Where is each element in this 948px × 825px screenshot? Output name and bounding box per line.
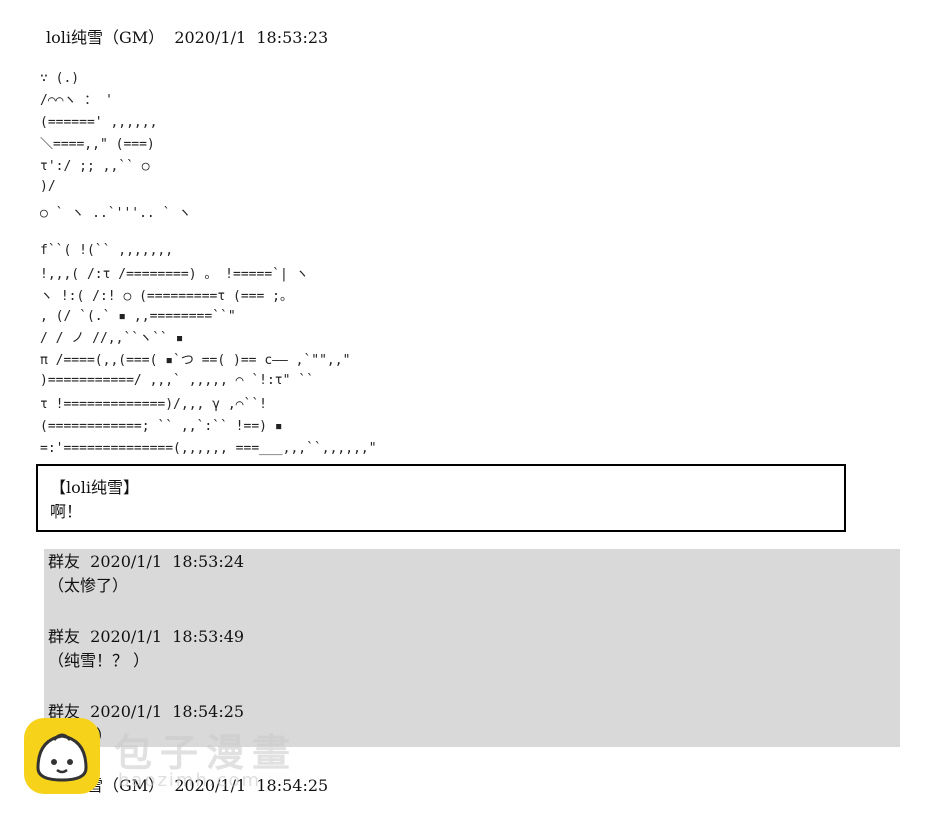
aa-line: τ !=============)/,,, γ ,⌒``!	[40, 397, 267, 412]
aa-line: (============; `` ,,`:`` !==) ▪	[40, 419, 283, 434]
aa-line: =:'==============(,,,,,, ===___,,,``,,,,…	[40, 441, 377, 456]
aa-line: )/	[40, 179, 56, 194]
aa-line: τ':/ ;; ,,`` ○	[40, 159, 150, 174]
post-header: loli纯雪（GM） 2020/1/1 18:53:23	[46, 28, 329, 47]
reply-message: （太惨了）	[48, 576, 129, 595]
reply-meta: 群友 2020/1/1 18:54:25	[48, 702, 245, 721]
watermark-text: 包子漫畫	[114, 731, 299, 775]
watermark-url: baozimh.com	[118, 770, 262, 791]
aa-line: /⌒⌒ヽ ： '	[40, 93, 113, 108]
aa-line: , (/ `(.` ▪ ,,========``"	[40, 309, 236, 324]
watermark: 包子漫畫 baozimh.com	[24, 718, 364, 796]
reply-item: 群友 2020/1/1 18:53:49 （纯雪！？ ）	[48, 626, 244, 672]
aa-line: !,,,( /:τ /========) 。 !=====`| ヽ	[40, 267, 309, 282]
reply-meta: 群友 2020/1/1 18:53:49	[48, 627, 245, 646]
aa-line: (======' ,,,,,,	[40, 115, 157, 130]
baozi-logo-icon	[24, 718, 100, 794]
reply-meta: 群友 2020/1/1 18:53:24	[48, 552, 245, 571]
reply-message: （纯雪！？ ）	[48, 651, 150, 670]
ascii-art: ∵ (.) /⌒⌒ヽ ： ' (======' ,,,,,, ＼====,," …	[40, 71, 377, 456]
aa-line: ＼====,," (===)	[40, 137, 155, 152]
dialog-box: 【loli纯雪】 啊！	[36, 464, 846, 532]
reply-block: 群友 2020/1/1 18:53:24 （太惨了） 群友 2020/1/1 1…	[44, 549, 900, 747]
aa-line: )===========/ ,,,` ,,,,, ⌒ `!:τ" ``	[40, 373, 314, 388]
dialog-speech: 啊！	[50, 502, 83, 521]
aa-line: ∵ (.)	[40, 71, 79, 86]
aa-line: f``( !(`` ,,,,,,,	[40, 243, 173, 258]
aa-line: ヽ !:( /:! ○ (=========τ (=== ;。	[40, 289, 293, 304]
reply-item: 群友 2020/1/1 18:53:24 （太惨了）	[48, 551, 244, 597]
aa-line: ○ ` ヽ ..`'''.. ` ヽ	[40, 206, 191, 221]
aa-line: π /====(,,(===( ▪`つ ==( )== c—— ,`"",,"	[40, 353, 350, 368]
dialog-speaker: 【loli纯雪】	[50, 478, 139, 497]
aa-line: / / ノ //,,``ヽ`` ▪	[40, 331, 183, 346]
